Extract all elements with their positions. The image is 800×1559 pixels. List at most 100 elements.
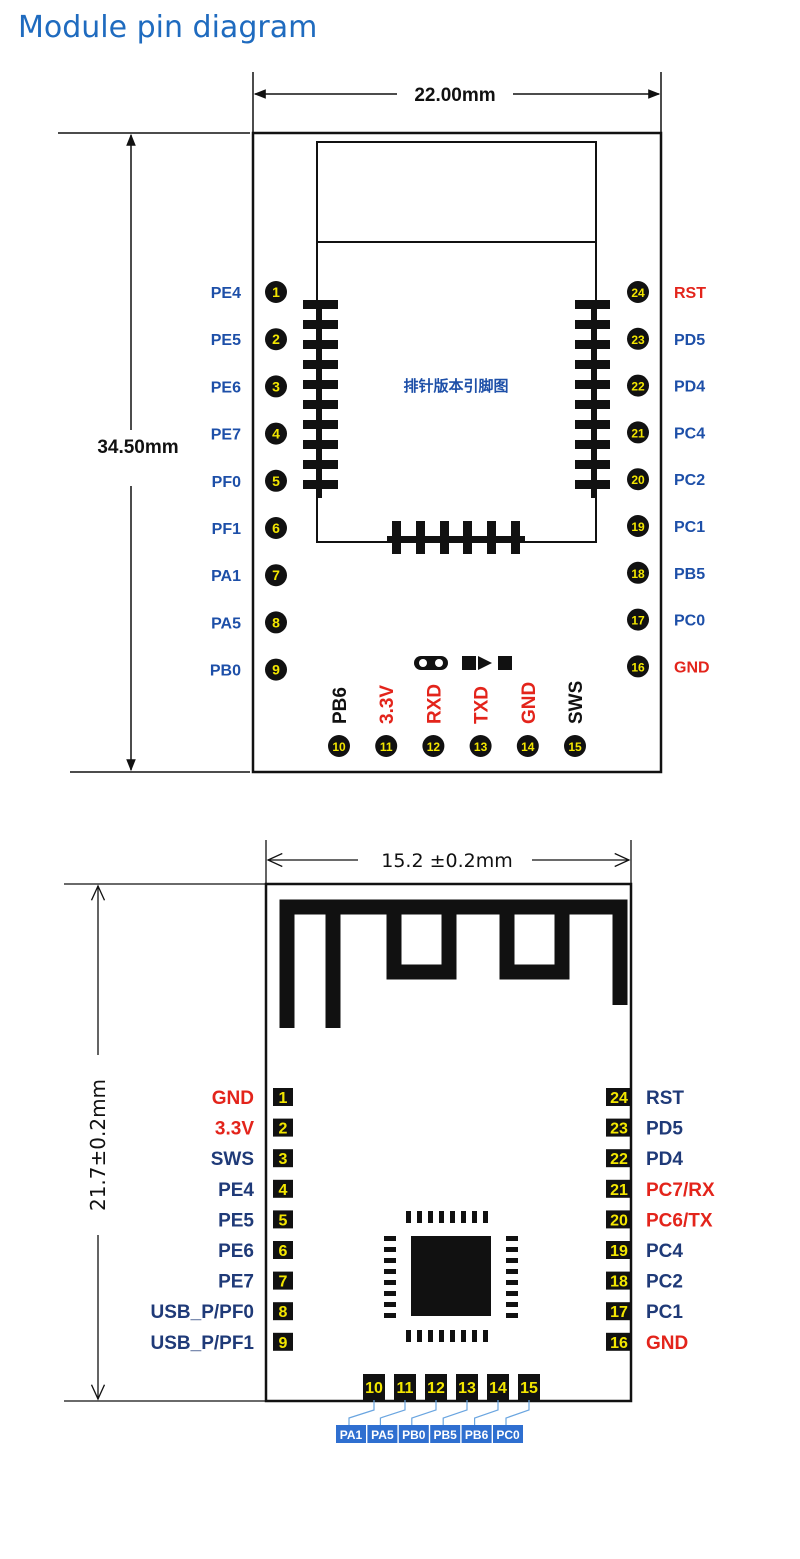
pin-label: GND bbox=[212, 1088, 254, 1109]
numbered-square-pin-icon: 10 bbox=[363, 1374, 385, 1400]
numbered-circle-pin-icon: 9 bbox=[265, 658, 287, 681]
numbered-circle-pin-icon: 8 bbox=[265, 611, 287, 634]
numbered-circle-pin-icon: 5 bbox=[265, 469, 287, 492]
numbered-circle-pin-icon: 18 bbox=[627, 561, 649, 584]
pin-label: PC7/RX bbox=[646, 1180, 715, 1201]
pin-label: PE7 bbox=[211, 427, 241, 444]
numbered-circle-pin-icon: 3 bbox=[265, 375, 287, 398]
numbered-square-pin-icon: 22 bbox=[606, 1149, 632, 1168]
pin-label: PC1 bbox=[646, 1302, 683, 1323]
numbered-square-pin-icon: 12 bbox=[425, 1374, 447, 1400]
pin-number: 16 bbox=[610, 1335, 628, 1352]
pin-number: 13 bbox=[458, 1380, 476, 1397]
pin-label: PA5 bbox=[211, 615, 241, 632]
numbered-square-pin-icon: 4 bbox=[273, 1179, 293, 1199]
numbered-circle-pin-icon: 12 bbox=[422, 735, 445, 757]
pin-label: PA5 bbox=[371, 1428, 394, 1442]
pin-number: 20 bbox=[631, 473, 645, 487]
pin-label: PA1 bbox=[340, 1428, 363, 1442]
numbered-square-pin-icon: 23 bbox=[606, 1118, 632, 1138]
top-header-right bbox=[575, 300, 610, 498]
numbered-square-pin-icon: 6 bbox=[273, 1241, 293, 1260]
top-center-label: 排针版本引脚图 bbox=[403, 377, 508, 395]
pin-label: GND bbox=[674, 659, 710, 676]
pin-label: PD5 bbox=[646, 1119, 683, 1140]
numbered-circle-pin-icon: 2 bbox=[265, 328, 287, 351]
top-inner-module bbox=[316, 141, 597, 543]
pin-number: 5 bbox=[272, 473, 280, 489]
pin-17: 17 PC1 bbox=[606, 1302, 683, 1323]
numbered-circle-pin-icon: 7 bbox=[265, 564, 287, 587]
pin-label: PE4 bbox=[211, 285, 241, 302]
pin-label: PE6 bbox=[211, 379, 241, 396]
pin-label: PC2 bbox=[646, 1272, 683, 1293]
pin-label: PB6 bbox=[465, 1428, 489, 1442]
bottom-width-dimension: 15.2 ±0.2mm bbox=[265, 840, 632, 884]
pin-label: PB5 bbox=[434, 1428, 458, 1442]
pin-number: 13 bbox=[474, 740, 488, 754]
numbered-square-pin-icon: 15 bbox=[518, 1374, 540, 1400]
pin-label: PE5 bbox=[211, 332, 241, 349]
numbered-square-pin-icon: 8 bbox=[273, 1302, 293, 1321]
numbered-circle-pin-icon: 4 bbox=[265, 422, 287, 445]
pin-number: 11 bbox=[380, 740, 393, 754]
pin-number: 3 bbox=[272, 378, 280, 394]
numbered-square-pin-icon: 3 bbox=[273, 1149, 293, 1168]
numbered-square-pin-icon: 19 bbox=[606, 1241, 632, 1260]
bottom-width-label: 15.2 ±0.2mm bbox=[381, 850, 513, 872]
pin-number: 14 bbox=[489, 1380, 507, 1397]
pin-function-tag: PB5 bbox=[430, 1425, 461, 1443]
pin-7: PA1 7 bbox=[211, 564, 287, 587]
pin-number: 24 bbox=[610, 1090, 628, 1107]
numbered-square-pin-icon: 1 bbox=[273, 1088, 293, 1107]
numbered-square-pin-icon: 2 bbox=[273, 1118, 293, 1138]
pin-label: PC6/TX bbox=[646, 1210, 713, 1231]
pin-label: SWS bbox=[211, 1149, 254, 1170]
pin-function-tag: PA5 bbox=[367, 1425, 398, 1443]
pin-22: 22 PD4 bbox=[606, 1149, 683, 1170]
pin-label: PB5 bbox=[674, 566, 705, 583]
pin-function-tag: PB0 bbox=[398, 1425, 429, 1443]
pin-number: 18 bbox=[610, 1274, 628, 1291]
pin-label: PA1 bbox=[211, 568, 241, 585]
pin-number: 23 bbox=[631, 333, 645, 347]
pin-number: 5 bbox=[279, 1212, 288, 1229]
pin-number: 1 bbox=[272, 284, 280, 300]
pin-label: PD4 bbox=[674, 379, 705, 396]
pin-function-tag: PC0 bbox=[493, 1425, 523, 1443]
pin-number: 9 bbox=[279, 1335, 288, 1352]
pin-1: PE4 1 bbox=[211, 281, 287, 303]
pin-label: PD4 bbox=[646, 1149, 683, 1170]
qfn-chip-icon bbox=[384, 1211, 518, 1342]
pin-number: 2 bbox=[279, 1121, 288, 1138]
numbered-square-pin-icon: 17 bbox=[606, 1302, 632, 1321]
numbered-circle-pin-icon: 1 bbox=[265, 281, 287, 303]
pin-number: 17 bbox=[631, 614, 645, 628]
pin-1: GND 1 bbox=[212, 1088, 293, 1109]
numbered-circle-pin-icon: 6 bbox=[265, 517, 287, 539]
pin-8: PA5 8 bbox=[211, 611, 287, 634]
